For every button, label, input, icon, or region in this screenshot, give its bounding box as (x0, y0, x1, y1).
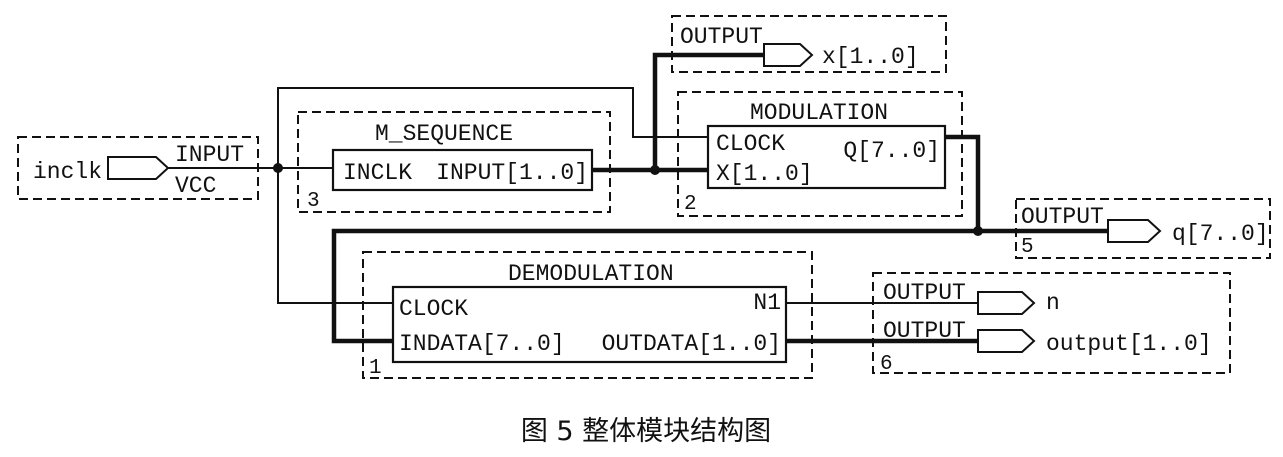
demodulation-number: 1 (369, 357, 382, 380)
modulation-frame (677, 91, 963, 217)
output-n-name: n (1046, 290, 1060, 316)
modulation-block (706, 124, 947, 190)
wire-clock-loop-top (277, 87, 708, 168)
m-sequence-port-input: INPUT[1..0] (436, 160, 588, 186)
output-x-kind: OUTPUT (680, 24, 763, 50)
output-out-number: 6 (880, 353, 893, 376)
output-q-number: 5 (1021, 236, 1034, 259)
junction-clock (273, 163, 283, 173)
output-out-kind: OUTPUT (883, 318, 966, 344)
input-pin-symbol (107, 156, 170, 180)
bus-q (945, 134, 1108, 234)
m-sequence-block (331, 148, 594, 192)
output-n-kind: OUTPUT (883, 280, 966, 306)
modulation-number: 2 (684, 193, 697, 216)
modulation-title: MODULATION (750, 100, 888, 126)
junction-q-bus (973, 226, 983, 236)
figure-caption: 图 5 整体模块结构图 (521, 416, 771, 447)
demodulation-port-indata: INDATA[7..0] (399, 331, 565, 357)
demodulation-block (391, 285, 788, 364)
m-sequence-frame (297, 111, 611, 213)
output-q-kind: OUTPUT (1021, 204, 1104, 230)
m-sequence-port-inclk: INCLK (343, 160, 412, 186)
modulation-port-x: X[1..0] (716, 161, 813, 187)
output-x-name: x[1..0] (822, 44, 919, 70)
output-x-pin-symbol (763, 43, 814, 67)
m-sequence-number: 3 (307, 190, 320, 213)
modulation-port-clock: CLOCK (716, 131, 785, 157)
output-n-out-frame (872, 272, 1231, 374)
demodulation-port-outdata: OUTDATA[1..0] (602, 331, 781, 357)
output-q-name: q[7..0] (1172, 221, 1269, 247)
demodulation-frame (362, 251, 813, 379)
output-out-name: output[1..0] (1046, 331, 1212, 357)
demodulation-title: DEMODULATION (508, 261, 674, 287)
bus-q-to-demod (331, 228, 978, 344)
bus-to-output-x (652, 52, 764, 170)
m-sequence-title: M_SEQUENCE (375, 121, 513, 147)
input-pin-kind: INPUT (175, 142, 244, 168)
wire-clock-to-demod (277, 168, 393, 304)
output-out-pin-symbol (977, 329, 1036, 353)
demodulation-port-clock: CLOCK (399, 296, 468, 322)
output-n-pin-symbol (977, 291, 1036, 315)
junction-x-bus (650, 165, 660, 175)
modulation-port-q: Q[7..0] (843, 138, 940, 164)
input-pin-name: inclk (33, 159, 102, 185)
input-pin-vcc: VCC (175, 173, 216, 199)
output-q-frame (1015, 198, 1271, 259)
output-q-pin-symbol (1107, 219, 1162, 243)
output-x-frame (671, 15, 947, 73)
demodulation-port-n1: N1 (753, 290, 781, 316)
